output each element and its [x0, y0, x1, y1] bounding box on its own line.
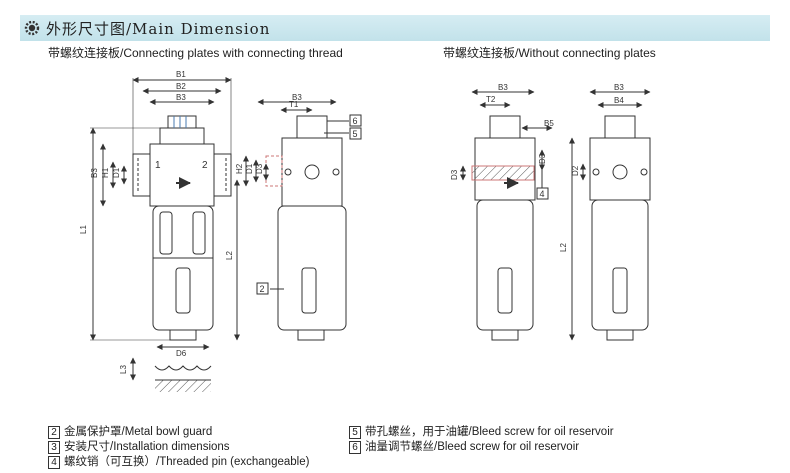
view2-callouts: 6 5 2	[256, 114, 362, 295]
view1-labels: B1 B2 B3 B3 H1 D1 L1 L2 D6 L3 1 2	[79, 70, 234, 374]
view-side-without-plates	[580, 89, 651, 341]
label-d3-v3: D3	[450, 169, 459, 180]
view-front-with-plates	[90, 77, 240, 392]
label-h2: H2	[235, 163, 244, 174]
label-d1-v2: D1	[245, 163, 254, 174]
legend-num: 5	[349, 426, 361, 439]
legend-text: 油量调节螺丝/Bleed screw for oil reservoir	[365, 441, 580, 453]
view4-labels: B3 B4 D2	[571, 83, 624, 176]
legend-text: 安装尺寸/Installation dimensions	[64, 441, 230, 453]
label-l1: L1	[79, 225, 88, 234]
label-d2: D2	[571, 165, 580, 176]
label-b1: B1	[176, 70, 186, 79]
legend-item-3: 3 安装尺寸/Installation dimensions	[48, 438, 230, 454]
callout-4: 4	[540, 189, 545, 199]
legend-text: 金属保护罩/Metal bowl guard	[64, 426, 213, 438]
legend-num: 4	[48, 456, 60, 469]
label-l3: L3	[119, 365, 128, 374]
view-front-without-plates	[460, 89, 575, 341]
page-title: 外形尺寸图/Main Dimension	[46, 20, 271, 38]
label-d3-v3b: D3	[538, 153, 547, 164]
label-b2: B2	[176, 82, 186, 91]
label-d3: D3	[255, 163, 264, 174]
view3-labels: B3 T2 B5 D3 D3 L2	[450, 83, 568, 252]
technical-drawing: B1 B2 B3 B3 H1 D1 L1 L2 D6 L3 1 2 B3 T1 …	[79, 70, 651, 392]
label-d6: D6	[176, 349, 187, 358]
port-2-label: 2	[202, 160, 208, 171]
label-b3: B3	[176, 93, 186, 102]
legend-num: 6	[349, 441, 361, 454]
view3-callouts: 4	[536, 187, 549, 200]
legend-item-5: 5 带孔螺丝，用于油罐/Bleed screw for oil reservoir	[349, 423, 614, 439]
view2-labels: B3 T1 H2 D1 D3	[235, 93, 302, 174]
legend-item-2: 2 金属保护罩/Metal bowl guard	[48, 423, 212, 439]
port-1-label: 1	[155, 160, 161, 171]
legend-num: 3	[48, 441, 60, 454]
label-t1: T1	[289, 100, 299, 109]
label-b5: B5	[544, 119, 554, 128]
label-t2: T2	[486, 95, 496, 104]
legend-text: 带孔螺丝，用于油罐/Bleed screw for oil reservoir	[365, 426, 614, 438]
subtitle-with-thread: 带螺纹连接板/Connecting plates with connecting…	[48, 46, 343, 60]
callout-2: 2	[260, 284, 265, 294]
legend-item-4: 4 螺纹销（可互换）/Threaded pin (exchangeable)	[48, 453, 309, 469]
label-h1: H1	[101, 167, 110, 178]
subtitle-without-plates: 带螺纹连接板/Without connecting plates	[443, 46, 656, 60]
section-header: 外形尺寸图/Main Dimension	[20, 15, 770, 41]
label-b3-v3: B3	[498, 83, 508, 92]
legend-item-6: 6 油量调节螺丝/Bleed screw for oil reservoir	[349, 438, 579, 454]
legend-num: 2	[48, 426, 60, 439]
label-d1: D1	[112, 167, 121, 178]
gear-icon	[24, 20, 40, 36]
label-b3-v2: B3	[292, 93, 302, 102]
label-b4: B4	[614, 96, 624, 105]
legend-text: 螺纹销（可互换）/Threaded pin (exchangeable)	[64, 456, 310, 468]
callout-5: 5	[353, 129, 358, 139]
label-l2-v3: L2	[559, 243, 568, 252]
callout-6: 6	[353, 116, 358, 126]
label-b3-v4: B3	[614, 83, 624, 92]
label-l2: L2	[225, 251, 234, 260]
view-side-with-plates	[243, 99, 349, 341]
label-b3-side: B3	[90, 168, 99, 178]
